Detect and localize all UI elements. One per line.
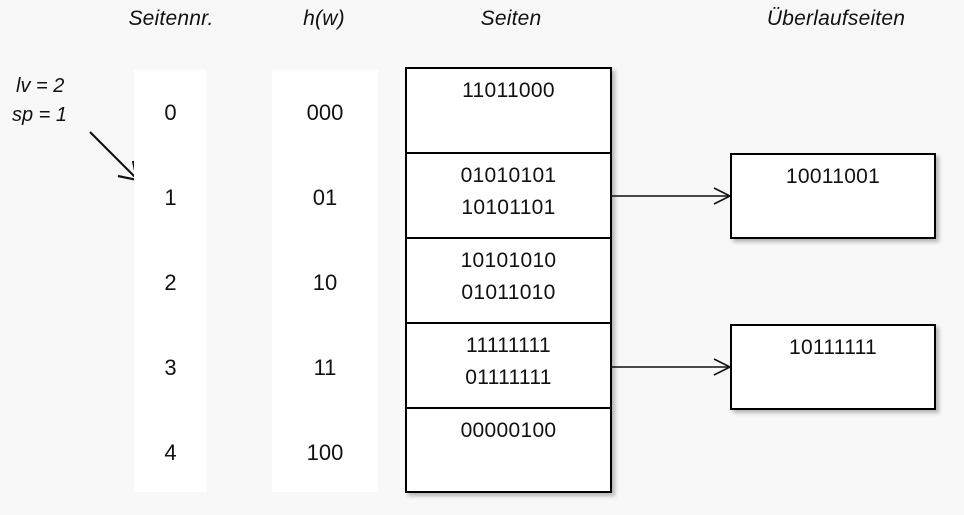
param-sp: sp = 1 xyxy=(12,104,68,126)
cell-seitennr: 4 xyxy=(164,439,177,465)
overflow-entry: 10011001 xyxy=(785,165,881,188)
column-seitennr: 0 1 2 3 4 xyxy=(134,70,207,492)
table-row: 10101010 01011010 xyxy=(407,239,610,324)
cell-seitennr: 0 xyxy=(164,99,177,125)
seiten-table: 11011000 01010101 10101101 10101010 0101… xyxy=(405,67,612,493)
overflow-page-box: 10111111 xyxy=(730,324,936,410)
header-hw: h(w) xyxy=(303,7,345,30)
header-seiten: Seiten xyxy=(480,7,542,30)
seiten-entry: 10101010 xyxy=(460,249,557,272)
arrow-right-icon xyxy=(610,187,732,205)
cell-seitennr: 3 xyxy=(164,354,177,380)
overflow-entry: 10111111 xyxy=(788,336,878,359)
cell-hw: 000 xyxy=(306,99,344,125)
table-row: 01010101 10101101 xyxy=(407,154,610,239)
seiten-entry: 01111111 xyxy=(465,366,552,389)
cell-seitennr: 1 xyxy=(164,184,177,210)
seiten-entry: 01010101 xyxy=(460,164,557,187)
cell-hw: 01 xyxy=(312,184,338,210)
seiten-entry: 00000100 xyxy=(460,419,557,442)
param-lv: lv = 2 xyxy=(16,75,65,97)
table-row: 11111111 01111111 xyxy=(407,324,610,409)
seiten-entry: 11011000 xyxy=(462,79,555,102)
seiten-entry: 01011010 xyxy=(461,281,556,304)
seiten-entry: 10101101 xyxy=(461,196,556,219)
header-seitennr: Seitennr. xyxy=(128,7,214,30)
table-row: 00000100 xyxy=(407,409,610,493)
seiten-entry: 11111111 xyxy=(466,334,551,357)
table-row: 11011000 xyxy=(407,69,610,154)
header-ueberlaufseiten: Überlaufseiten xyxy=(766,7,906,30)
cell-hw: 100 xyxy=(306,439,344,465)
overflow-page-box: 10011001 xyxy=(730,153,936,239)
column-hw: 000 01 10 11 100 xyxy=(272,70,378,492)
cell-seitennr: 2 xyxy=(164,269,177,295)
arrow-right-icon xyxy=(610,358,732,376)
cell-hw: 11 xyxy=(313,354,337,380)
cell-hw: 10 xyxy=(312,269,338,295)
